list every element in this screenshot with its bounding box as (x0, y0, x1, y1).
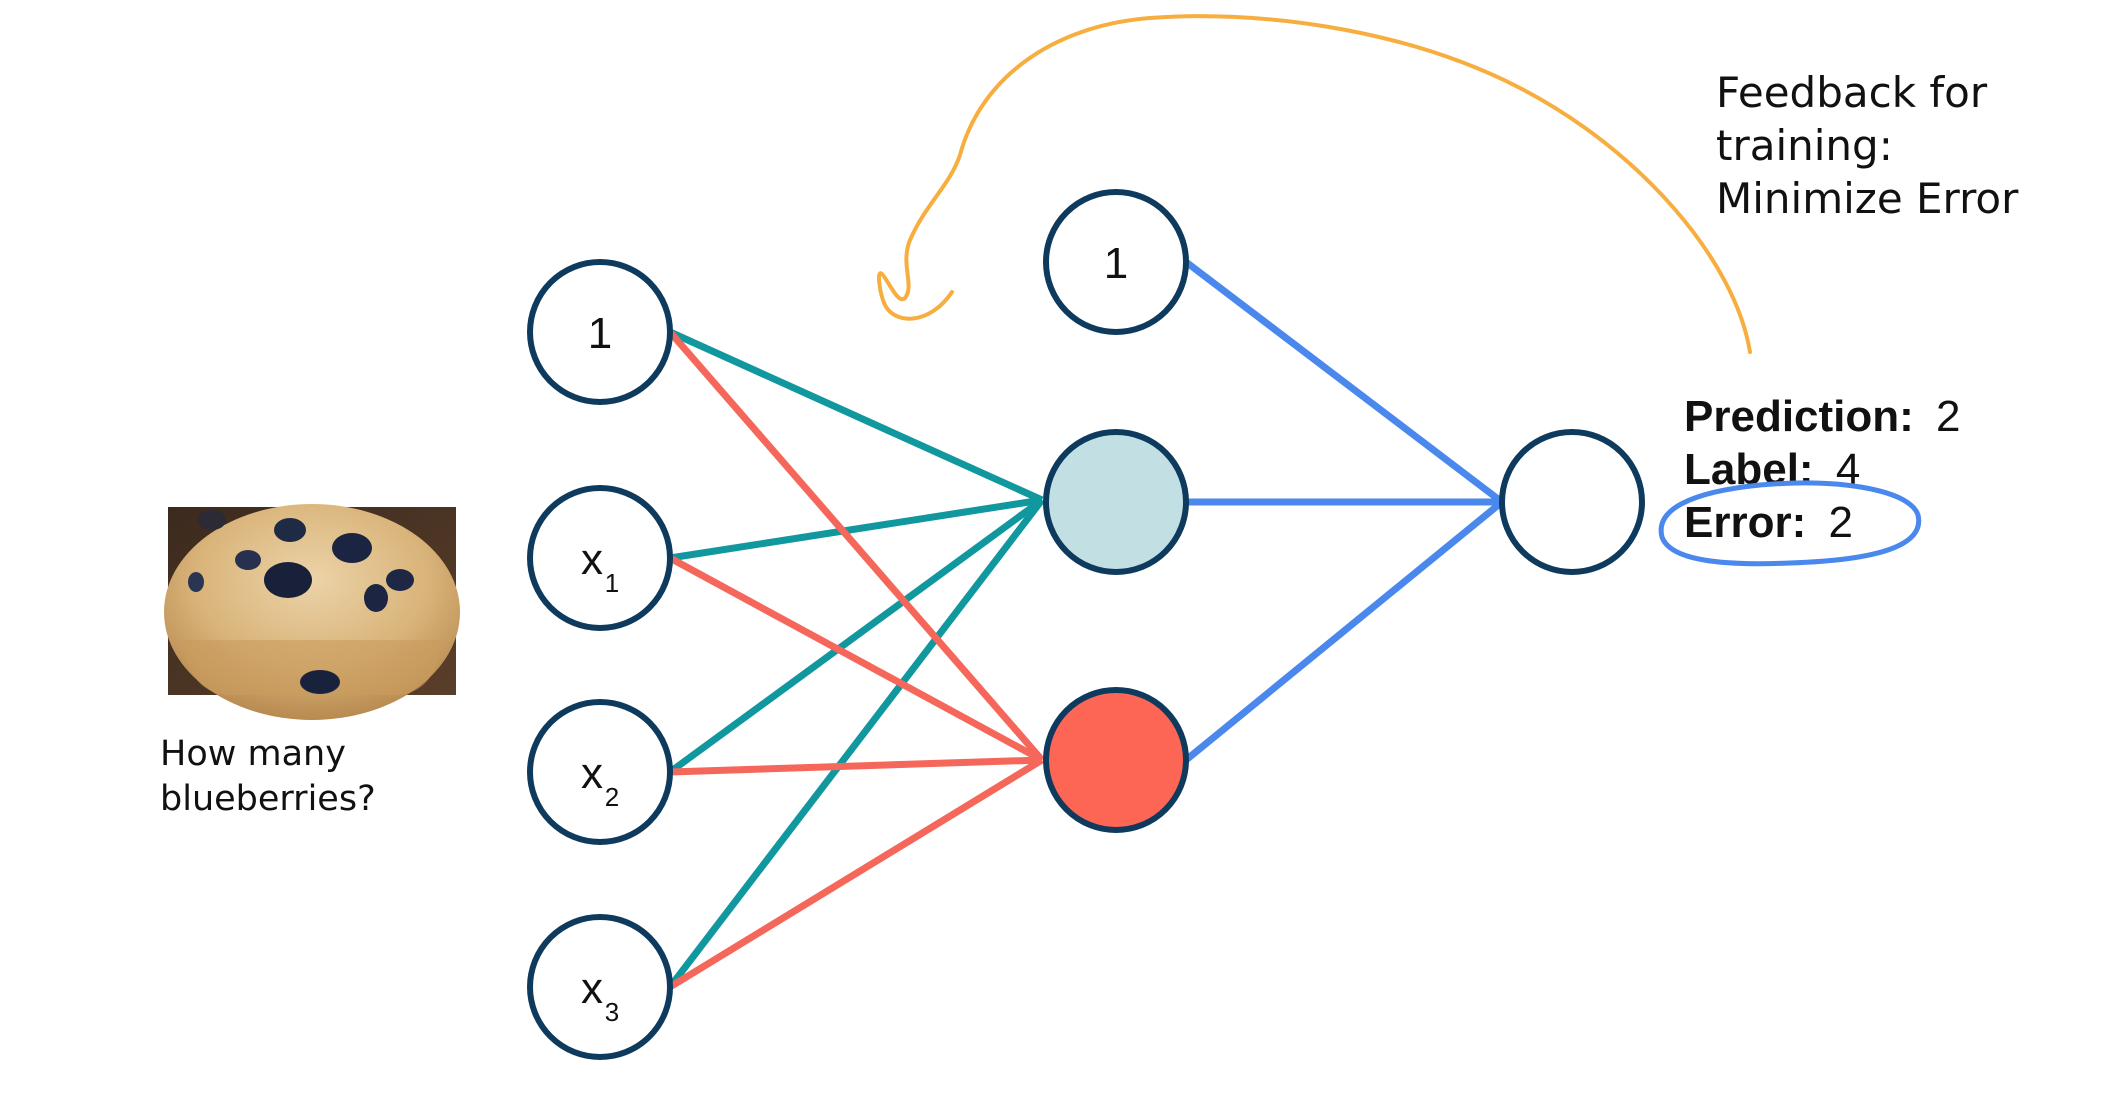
edge-teal (667, 497, 1045, 775)
node-circle (527, 485, 673, 631)
node-label: 1 (1104, 239, 1128, 288)
node-subscript: 2 (605, 782, 619, 812)
edges-to-teal-hidden (667, 328, 1045, 990)
question-line-2: blueberries? (160, 779, 376, 819)
feedback-line-1: Feedback for (1716, 68, 1988, 117)
edge-coral (669, 756, 1043, 776)
edge-teal (667, 497, 1045, 990)
hidden-node-teal (1043, 429, 1189, 575)
blueberry-muffin-photo (164, 504, 460, 720)
feedback-arrow (876, 14, 1752, 354)
input-node-x3: x 3 (527, 914, 673, 1060)
error-highlight-circle (1658, 480, 1922, 567)
edge-blue (1183, 499, 1505, 763)
question-caption: How many blueberries? (160, 734, 376, 819)
node-circle (527, 914, 673, 1060)
input-node-x1: x 1 (527, 485, 673, 631)
node-circle (1043, 189, 1189, 335)
edges-to-output (1183, 259, 1505, 763)
error-key: Error: (1684, 498, 1806, 547)
input-node-bias: 1 (527, 259, 673, 405)
error-value: 2 (1828, 498, 1852, 547)
node-subscript: 3 (605, 997, 619, 1027)
prediction-value: 2 (1936, 392, 1960, 441)
node-label: 1 (588, 309, 612, 358)
input-node-x2: x 2 (527, 699, 673, 845)
edge-coral (667, 329, 1045, 763)
edge-blue (1183, 259, 1505, 505)
node-subscript: 1 (605, 568, 619, 598)
feedback-line-3: Minimize Error (1716, 174, 2019, 223)
edge-coral (668, 554, 1044, 764)
hidden-layer: 1 (1043, 189, 1189, 833)
output-node (1499, 429, 1645, 575)
hidden-node-coral (1043, 687, 1189, 833)
error-row: Error: 2 (1684, 498, 1853, 547)
feedback-text: Feedback for training: Minimize Error (1716, 68, 2019, 223)
hidden-node-bias: 1 (1043, 189, 1189, 335)
node-label: x (581, 964, 603, 1013)
prediction-key: Prediction: (1684, 392, 1914, 441)
prediction-row: Prediction: 2 (1684, 392, 1961, 441)
question-line-1: How many (160, 734, 346, 774)
node-label: x (581, 535, 603, 584)
node-circle (527, 259, 673, 405)
edges-to-coral-hidden (667, 329, 1045, 990)
input-layer: 1 x 1 x 2 x 3 (527, 259, 673, 1060)
edge-coral (668, 757, 1044, 990)
feedback-line-2: training: (1716, 121, 1893, 170)
edge-teal (668, 328, 1044, 504)
label-row: Label: 4 (1684, 445, 1860, 494)
results-panel: Prediction: 2 Label: 4 Error: 2 (1684, 392, 1961, 547)
node-circle (527, 699, 673, 845)
node-label: x (581, 749, 603, 798)
edge-teal (669, 496, 1043, 562)
